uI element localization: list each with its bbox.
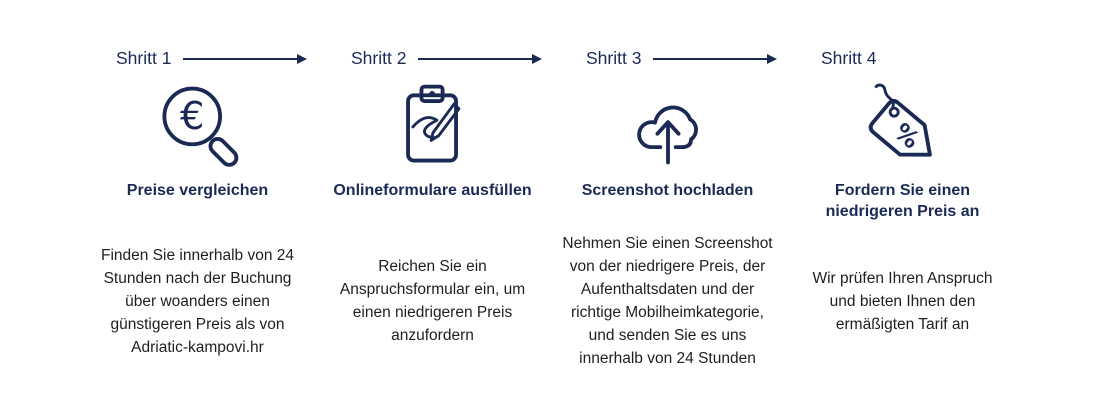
arrow-right-icon — [418, 54, 542, 64]
step-1-body: Finden Sie innerhalb von 24 Stunden nach… — [100, 246, 295, 356]
step-3-body: Nehmen Sie einen Screenshot von der nied… — [562, 235, 773, 367]
discount-tag-icon: % — [855, 78, 951, 174]
step-2-body: Reichen Sie ein Anspruchsformular ein, u… — [339, 258, 526, 344]
step-2-label: Shritt 2 — [351, 48, 407, 69]
step-2-title: Onlineformulare ausfüllen — [333, 182, 532, 199]
cloud-upload-icon — [618, 78, 718, 174]
step-4-body: Wir prüfen Ihren Anspruch und bieten Ihn… — [812, 269, 993, 333]
step-1-label: Shritt 1 — [116, 48, 172, 69]
clipboard-pen-icon — [385, 78, 481, 174]
arrow-right-icon — [183, 54, 307, 64]
step-4-header: Shritt 4 — [785, 46, 1020, 72]
step-3-header: Shritt 3 — [550, 46, 785, 72]
arrow-right-icon — [653, 54, 777, 64]
step-column-3: Shritt 3 Screenshot hochladen Nehmen Sie… — [550, 46, 785, 376]
process-steps-diagram: Shritt 1 € Preise vergleichen Finden Sie… — [80, 46, 1020, 376]
step-2-body-area: Reichen Sie ein Anspruchsformular ein, u… — [340, 226, 525, 376]
svg-text:€: € — [180, 94, 204, 139]
step-column-2: Shritt 2 Onlineformulare ausfüllen Reich… — [315, 46, 550, 376]
step-4-body-area: Wir prüfen Ihren Anspruch und bieten Ihn… — [812, 226, 992, 376]
step-3-label: Shritt 3 — [586, 48, 642, 69]
step-1-title: Preise vergleichen — [126, 182, 269, 199]
euro-magnifier-icon: € — [150, 78, 246, 174]
step-column-4: Shritt 4 % Fordern Sie einen niedrigeren… — [785, 46, 1020, 376]
step-column-1: Shritt 1 € Preise vergleichen Finden Sie… — [80, 46, 315, 376]
step-2-header: Shritt 2 — [315, 46, 550, 72]
step-3-title: Screenshot hochladen — [581, 182, 754, 199]
step-1-header: Shritt 1 — [80, 46, 315, 72]
step-4-label: Shritt 4 — [821, 48, 877, 69]
step-1-body-area: Finden Sie innerhalb von 24 Stunden nach… — [101, 226, 294, 376]
step-4-title: Fordern Sie einen niedrigeren Preis an — [825, 182, 980, 220]
step-3-body-area: Nehmen Sie einen Screenshot von der nied… — [562, 226, 772, 376]
